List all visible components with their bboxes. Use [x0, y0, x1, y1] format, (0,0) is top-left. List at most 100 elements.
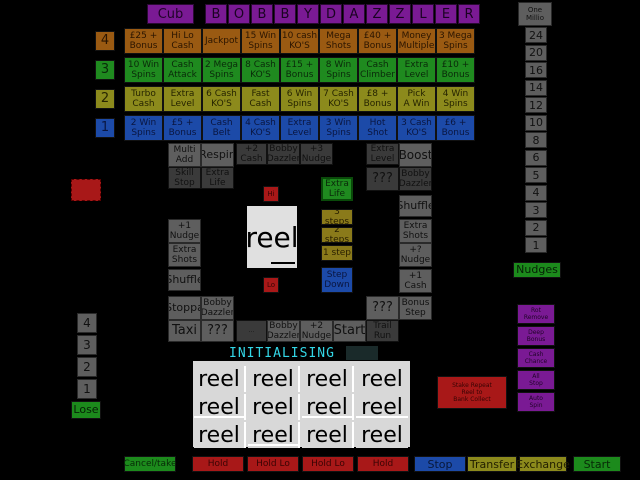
stop-button[interactable]: Stop — [414, 456, 466, 472]
shuffle-cell-right: Shuffle — [399, 195, 432, 217]
cancel-take-button[interactable]: Cancel/take — [124, 456, 177, 472]
respin-cell: Respin — [201, 143, 234, 167]
club-label-box: Cub — [147, 4, 194, 24]
plus2-cash-cell: +2 Cash — [236, 143, 267, 165]
reel-win-line — [302, 416, 354, 418]
left-red-indicator — [71, 179, 101, 201]
trail-step: 5 — [525, 167, 547, 183]
status-right-lamp — [346, 346, 378, 360]
feature-cell: 7 Cash KO'S — [319, 86, 358, 112]
extra-life-green: Extra Life — [321, 177, 353, 201]
plus-q-nudge-cell: +? Nudge — [399, 243, 432, 267]
nudges-label: Nudges — [513, 262, 561, 278]
bobby-dazzler-cell-a: Bobby Dazzler — [267, 143, 300, 165]
hold-lo-button-2[interactable]: Hold Lo — [302, 456, 354, 472]
title-letter: B — [251, 4, 273, 24]
hold-button-1[interactable]: Hold — [192, 456, 244, 472]
trail-step: 2 — [525, 219, 547, 236]
lose-label: Lose — [71, 401, 101, 419]
trail-step: 10 — [525, 114, 547, 131]
plus3-nudge-cell: +3 Nudge — [300, 143, 333, 165]
hold-lo-button-1[interactable]: Hold Lo — [247, 456, 299, 472]
feature-cell: Turbo Cash — [124, 86, 163, 112]
bobby-dazzler-cell-d: Bobby Dazzler — [399, 167, 432, 191]
level-indicator: 2 — [95, 89, 115, 109]
trail-step: 3 — [525, 202, 547, 218]
feature-cell: 3 Win Spins — [319, 115, 358, 141]
title-letter: A — [343, 4, 365, 24]
trail-step: 8 — [525, 132, 547, 148]
plus1-nudge-cell: +1 Nudge — [168, 219, 201, 243]
feature-cell: 3 Mega Spins — [436, 28, 475, 54]
feature-cell: £6 + Bonus — [436, 115, 475, 141]
feature-cell: 10 Win Spins — [124, 57, 163, 83]
lose-counter-step: 4 — [77, 313, 97, 333]
title-letter: E — [435, 4, 457, 24]
extra-shots-cell-right: Extra Shots — [399, 219, 432, 243]
title-letter: D — [320, 4, 342, 24]
reel-symbol: reel — [248, 394, 300, 420]
start-button[interactable]: Start — [573, 456, 621, 472]
feature-cell: Cash Climber — [358, 57, 397, 83]
plus2-nudge-cell: +2 Nudge — [300, 320, 333, 342]
bobby-dazzler-cell-c: Bobby Dazzler — [267, 320, 300, 342]
reel-symbol: reel — [302, 394, 354, 420]
purple-option: Deep Bonus — [517, 326, 555, 346]
feature-cell: Jackpot — [202, 28, 241, 54]
trail-step: 12 — [525, 97, 547, 113]
transfer-button[interactable]: Transfer — [467, 456, 517, 472]
feature-cell: £8 + Bonus — [358, 86, 397, 112]
feature-cell: £10 + Bonus — [436, 57, 475, 83]
step-cell: 3 steps — [321, 209, 353, 225]
step-cell: 1 step — [321, 245, 353, 261]
trail-step: 1 — [525, 237, 547, 253]
feature-cell: 3 Cash KO'S — [397, 115, 436, 141]
reel-symbol: reel — [194, 366, 246, 392]
skill-stop-cell: Skill Stop — [168, 167, 201, 189]
mystery-cell-right-b: ??? — [366, 296, 399, 320]
feature-cell: 4 Win Spins — [436, 86, 475, 112]
small-dot-cell: ... — [236, 320, 267, 342]
title-letter: B — [205, 4, 227, 24]
feature-cell: 8 Win Spins — [319, 57, 358, 83]
trail-step: 4 — [525, 184, 547, 201]
feature-cell: Mega Shots — [319, 28, 358, 54]
title-letter: B — [274, 4, 296, 24]
reel-win-line — [194, 416, 246, 418]
reel-symbol: reel — [356, 394, 408, 420]
lo-lamp: Lo — [263, 277, 279, 293]
center-reel: reel — [245, 206, 299, 268]
lose-counter-step: 2 — [77, 357, 97, 377]
plus1-cash-cell: +1 Cash — [399, 269, 432, 293]
title-letter: L — [412, 4, 434, 24]
multi-add-cell: Multi Add — [168, 143, 201, 167]
feature-cell: 2 Win Spins — [124, 115, 163, 141]
feature-cell: 10 cash KO'S — [280, 28, 319, 54]
title-letter: Y — [297, 4, 319, 24]
shuffle-cell-left: Shuffle — [168, 269, 201, 291]
reel-win-line — [248, 444, 300, 446]
start-cell: Start — [333, 320, 366, 342]
feature-cell: Hi Lo Cash — [163, 28, 202, 54]
extra-level-cell: Extra Level — [366, 143, 399, 165]
feature-cell: Hot Shot — [358, 115, 397, 141]
feature-cell: Extra Level — [280, 115, 319, 141]
center-reel-underline — [271, 262, 295, 264]
reel-win-line — [356, 416, 408, 418]
taxi-cell: Taxi — [168, 320, 201, 342]
trail-step: 14 — [525, 79, 547, 96]
exchange-button[interactable]: Exchange — [516, 456, 570, 472]
title-letter: Z — [366, 4, 388, 24]
hi-lamp: Hi — [263, 186, 279, 202]
feature-cell: 6 Win Spins — [280, 86, 319, 112]
hold-button-2[interactable]: Hold — [357, 456, 409, 472]
reel-symbol: reel — [248, 366, 300, 392]
trail-step: 20 — [525, 44, 547, 61]
lose-counter-step: 3 — [77, 335, 97, 355]
bobby-dazzler-cell-b: Bobby Dazzler — [201, 296, 234, 320]
trail-step: 24 — [525, 27, 547, 43]
level-indicator: 3 — [95, 60, 115, 80]
feature-cell: 2 Mega Spins — [202, 57, 241, 83]
feature-cell: 6 Cash KO'S — [202, 86, 241, 112]
feature-cell: 8 Cash KO'S — [241, 57, 280, 83]
